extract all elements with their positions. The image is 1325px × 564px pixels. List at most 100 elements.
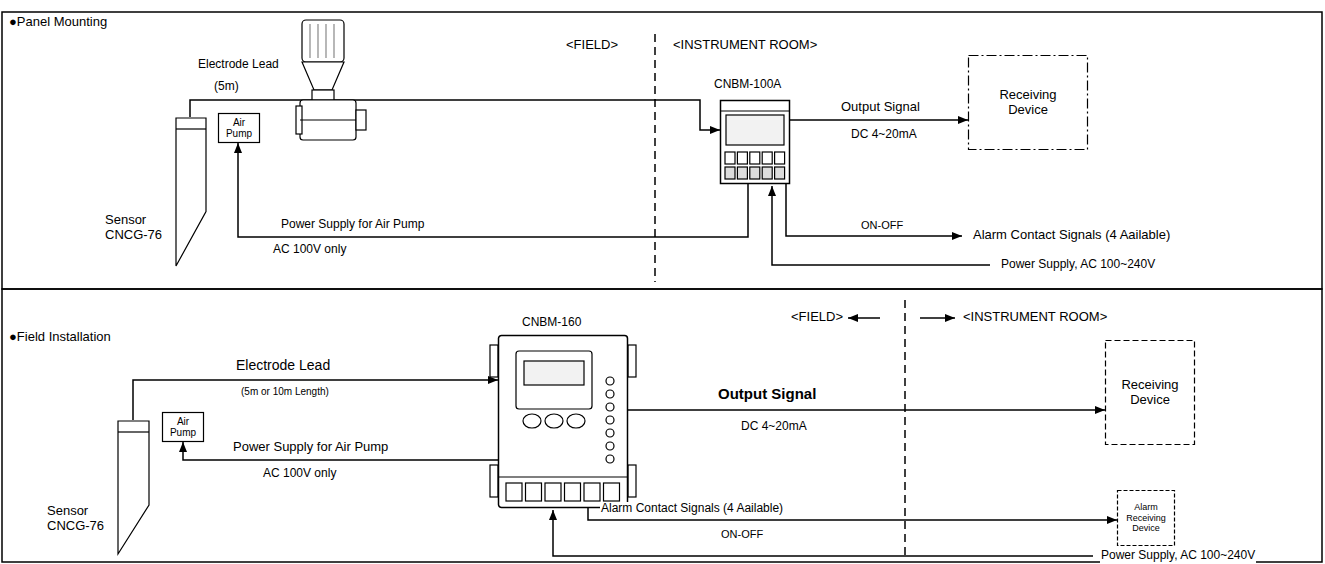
- direction-arrow: [848, 317, 880, 319]
- annotation-text: AC 100V only: [262, 467, 337, 481]
- node-label: Receiving Device: [1112, 378, 1188, 408]
- converter-unit: CNBM-100A: [720, 100, 790, 184]
- connector-label: Electrode Lead: [197, 58, 280, 72]
- device-housing: [721, 101, 790, 184]
- annotation-text: (5m): [213, 80, 240, 94]
- annotation-text: Alarm Contact Signals (4 Aailable): [972, 228, 1171, 243]
- sensor-cap: [118, 431, 149, 432]
- connector-label: Output Signal: [717, 385, 817, 402]
- mounting-tab: [490, 465, 498, 497]
- mounting-tab: [490, 345, 498, 377]
- device-key: [775, 152, 785, 164]
- junction-box: [312, 90, 334, 100]
- junction-box: [302, 20, 344, 62]
- box-outline: [163, 413, 204, 442]
- annotation-text: <INSTRUMENT ROOM>: [672, 38, 818, 53]
- panel-frame: [2, 289, 1322, 562]
- panel-frame: [2, 12, 1322, 562]
- device-display: [524, 361, 584, 385]
- connector-label: Power Supply for Air Pump: [280, 218, 425, 232]
- indicator-lamp: [606, 403, 614, 411]
- display-window: [516, 351, 592, 409]
- node-heading: Sensor CNCG-76: [47, 504, 111, 534]
- node-label: Air Pump: [222, 117, 256, 140]
- node-heading: CNBM-160: [522, 316, 652, 330]
- annotation-text: Power Supply, AC 100~240V: [1000, 258, 1156, 272]
- annotation-text: Power Supply, AC 100~240V: [1100, 549, 1256, 563]
- device-key: [567, 414, 585, 428]
- air-pump-box: Air Pump: [218, 113, 260, 143]
- mounting-tab: [628, 345, 636, 377]
- air-pump-box: Air Pump: [162, 412, 204, 442]
- indicator-lamp: [606, 377, 614, 385]
- device-key: [737, 167, 747, 179]
- junction-box: [309, 24, 310, 58]
- junction-box: [325, 24, 326, 58]
- node-label: Air Pump: [166, 416, 200, 439]
- sensor-body: [176, 118, 206, 266]
- annotation-text: ON-OFF: [860, 219, 904, 232]
- box-outline: [1118, 491, 1175, 546]
- node-heading: Sensor CNCG-76: [105, 213, 169, 243]
- signal-connector: [628, 409, 1105, 411]
- receiving-device-box: Receiving Device: [1105, 340, 1195, 445]
- converter-unit: CNBM-160: [498, 335, 628, 508]
- connector-label: Output Signal: [840, 100, 921, 115]
- junction-box: [296, 20, 366, 140]
- boundary-line: [904, 300, 906, 560]
- annotation-text: <FIELD>: [565, 38, 619, 53]
- device-key: [523, 414, 541, 428]
- device-key: [725, 152, 735, 164]
- indicator-lamp: [606, 416, 614, 424]
- annotation-text: DC 4~20mA: [850, 128, 918, 142]
- indicator-lamp: [606, 429, 614, 437]
- device-key: [545, 414, 563, 428]
- alarm-receiver-box: Alarm Receiving Device: [1117, 490, 1175, 546]
- node-label: Receiving Device: [988, 88, 1068, 118]
- sensor-body: [118, 421, 149, 554]
- signal-connector: [238, 143, 748, 237]
- signal-connector: [190, 100, 720, 130]
- annotation-text: ●Field Installation: [8, 330, 112, 345]
- node-label: Alarm Receiving Device: [1121, 502, 1171, 533]
- power-wire: [772, 186, 990, 265]
- device-key: [737, 152, 747, 164]
- sensor-probe-outline: [175, 117, 207, 267]
- terminal-block: [565, 483, 581, 501]
- annotation-text: <FIELD>: [790, 310, 844, 325]
- annotation-text: AC 100V only: [272, 243, 347, 257]
- panel-frame: [2, 12, 1322, 289]
- junction-box: [333, 24, 334, 58]
- mounting-tab: [628, 465, 636, 497]
- junction-box: [300, 100, 356, 140]
- indicator-lamp: [606, 455, 614, 463]
- connector-label: Power Supply for Air Pump: [232, 440, 389, 455]
- node-heading: CNBM-100A: [714, 78, 784, 92]
- sensor-probe: Sensor CNCG-76: [175, 117, 207, 267]
- annotation-text: ●Panel Mounting: [8, 15, 108, 30]
- box-outline: [1106, 341, 1195, 445]
- converter-unit-outline: [498, 335, 628, 508]
- device-trim: [498, 476, 628, 477]
- device-key: [750, 152, 760, 164]
- device-housing: [499, 336, 628, 508]
- power-wire: [553, 510, 1093, 556]
- device-key: [762, 152, 772, 164]
- sensor-probe: Sensor CNCG-76: [117, 420, 150, 555]
- device-display: [726, 115, 784, 145]
- junction-box: [300, 119, 356, 120]
- terminal-block: [584, 483, 600, 501]
- device-trim: [720, 110, 790, 111]
- converter-unit-outline: [720, 100, 790, 184]
- indicator-lamp: [606, 390, 614, 398]
- box-outline: [969, 56, 1088, 150]
- alarm-wire: [786, 184, 962, 236]
- boundary-line: [654, 34, 656, 282]
- device-key: [750, 167, 760, 179]
- sensor-probe-outline: [117, 420, 150, 555]
